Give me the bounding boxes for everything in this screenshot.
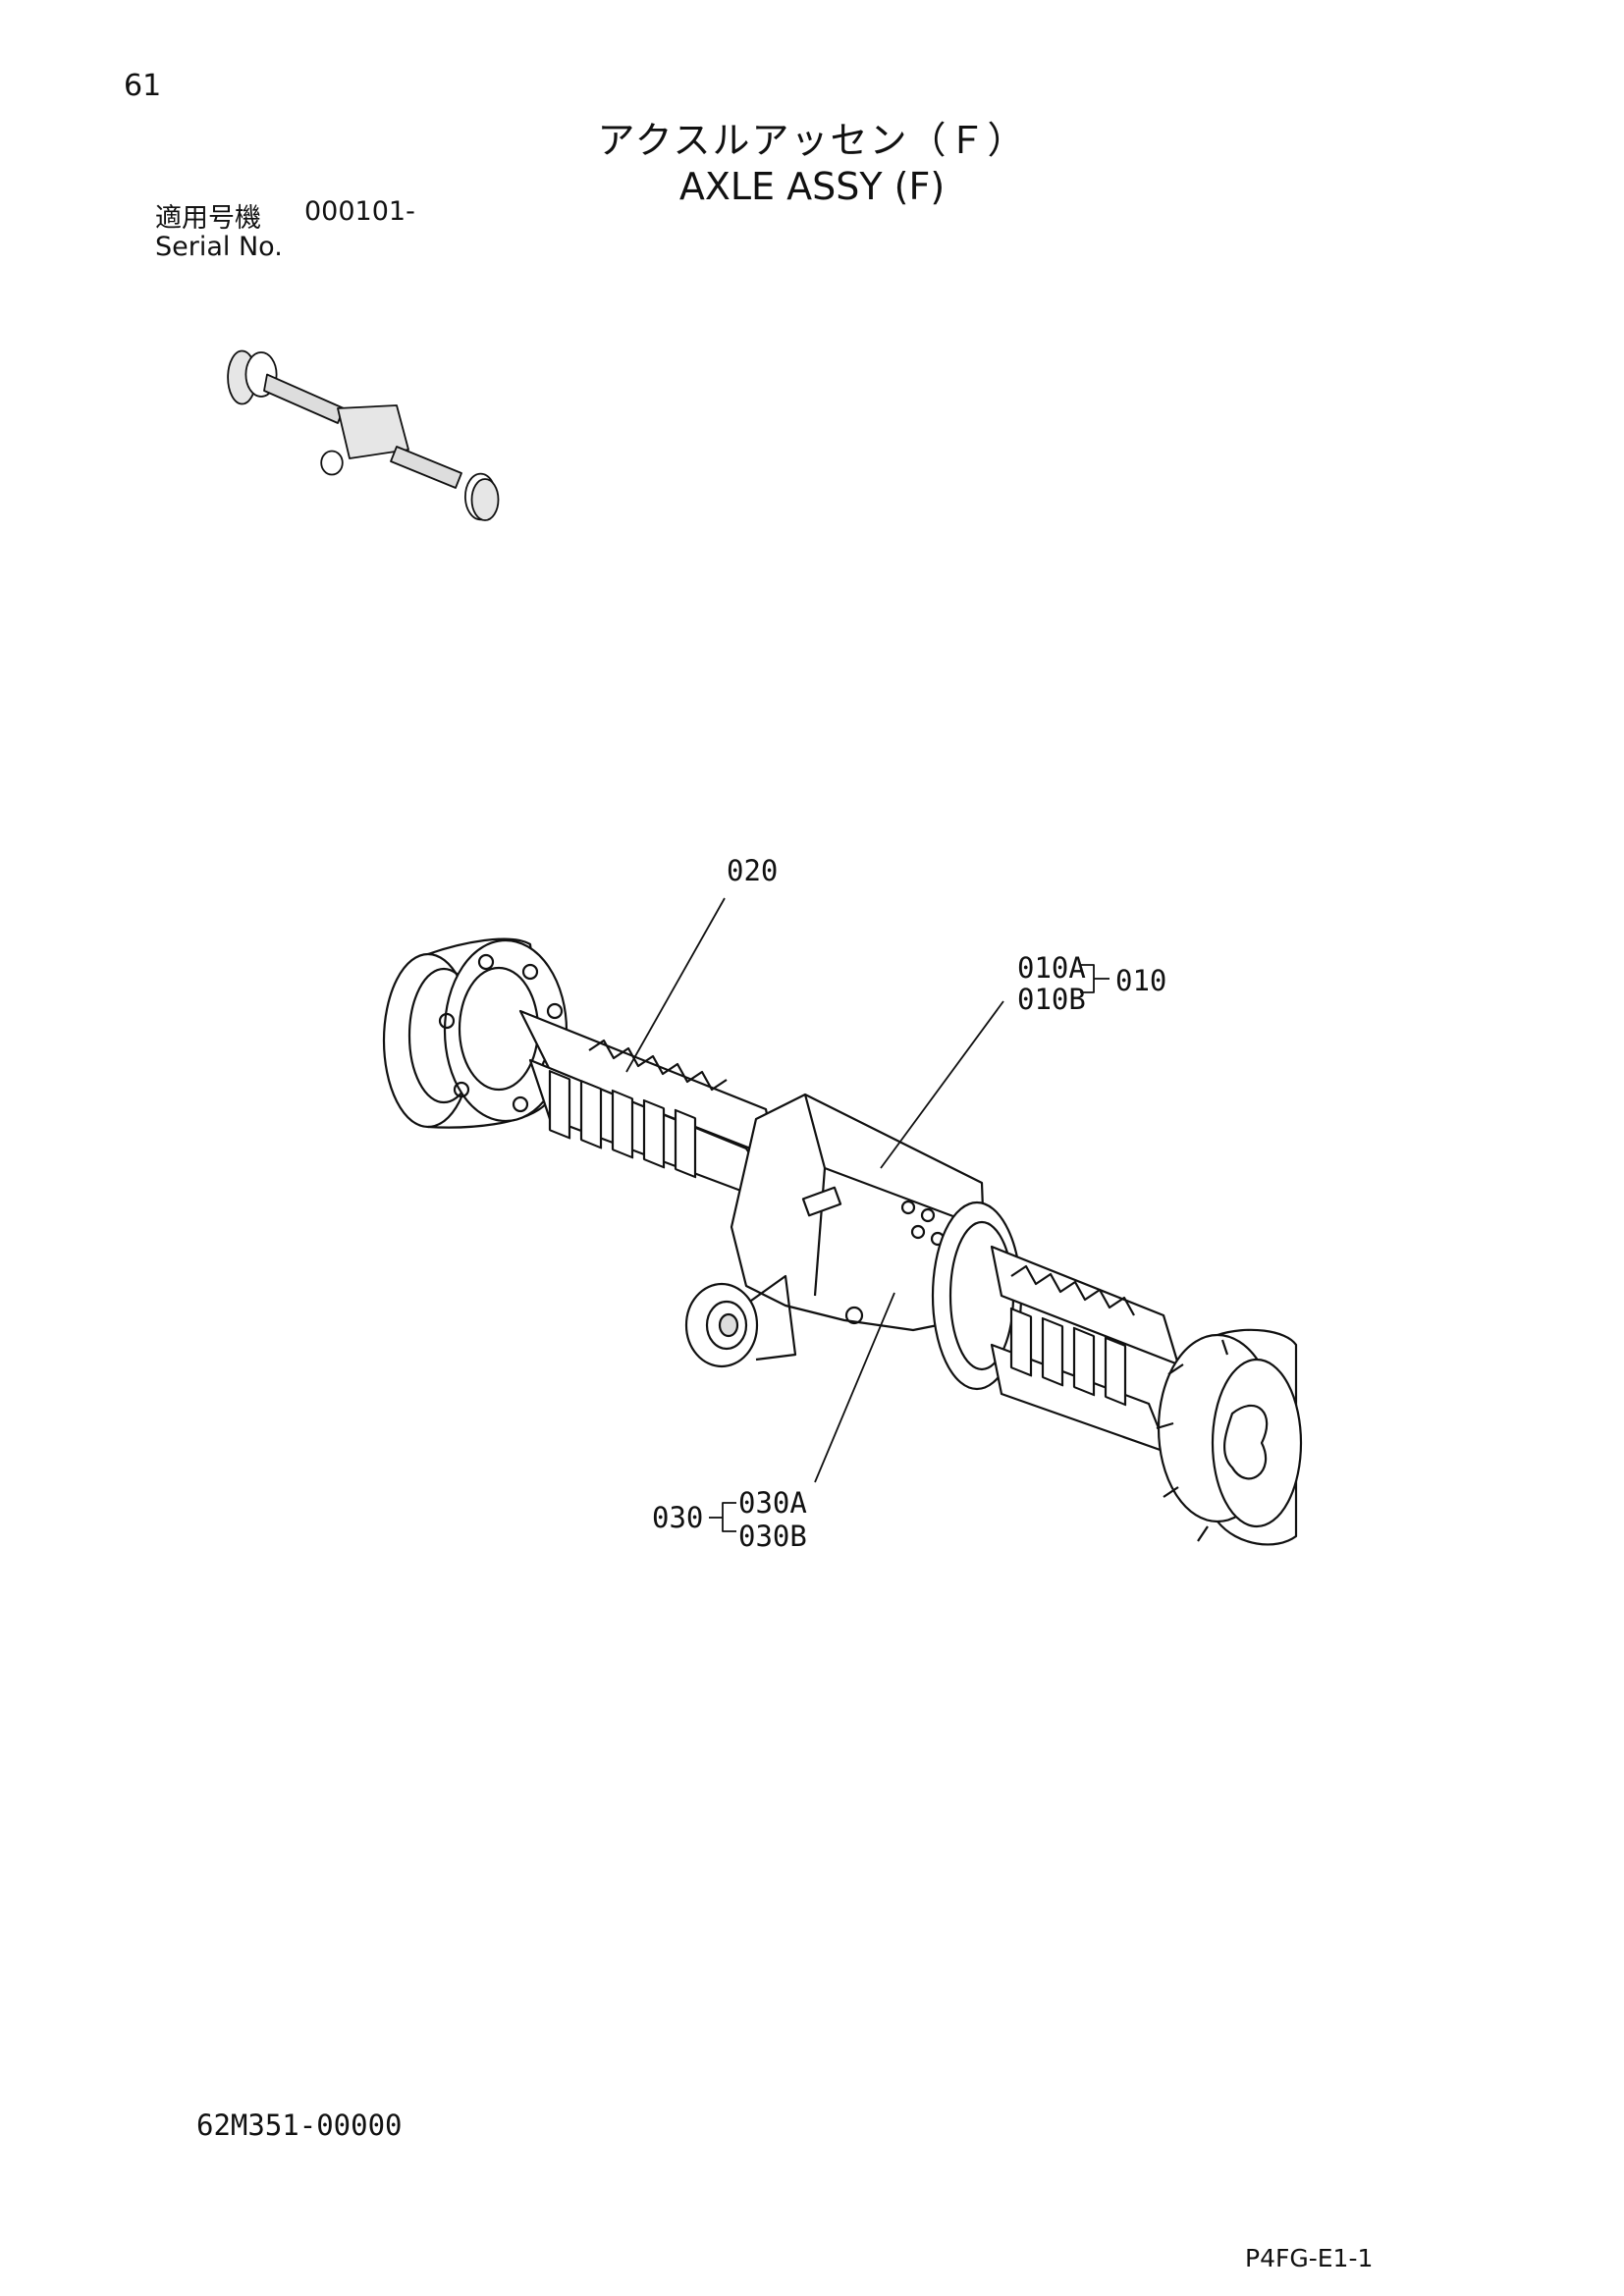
- callout-010B: 010B: [1017, 983, 1086, 1016]
- title-english: AXLE ASSY (F): [678, 165, 946, 208]
- serial-label-english: Serial No.: [155, 232, 283, 262]
- page-number: 61: [124, 69, 162, 103]
- callout-020: 020: [727, 854, 778, 887]
- callout-030A: 030A: [738, 1486, 807, 1520]
- page-code: P4FG-E1-1: [1245, 2244, 1374, 2272]
- callout-010: 010: [1115, 964, 1166, 997]
- callout-030B: 030B: [738, 1520, 807, 1553]
- title-japanese: アクスルアッセン（Ｆ）: [597, 119, 1027, 162]
- callout-030: 030: [652, 1501, 703, 1534]
- axle-assembly-drawing: [382, 937, 1303, 1546]
- serial-value: 000101-: [304, 196, 415, 227]
- part-number: 62M351-00000: [196, 2109, 403, 2142]
- callout-010A: 010A: [1017, 951, 1086, 985]
- callout-leaders: [625, 897, 1110, 1532]
- thumbnail-axle-drawing: [227, 349, 500, 521]
- serial-label-japanese: 適用号機: [155, 203, 261, 234]
